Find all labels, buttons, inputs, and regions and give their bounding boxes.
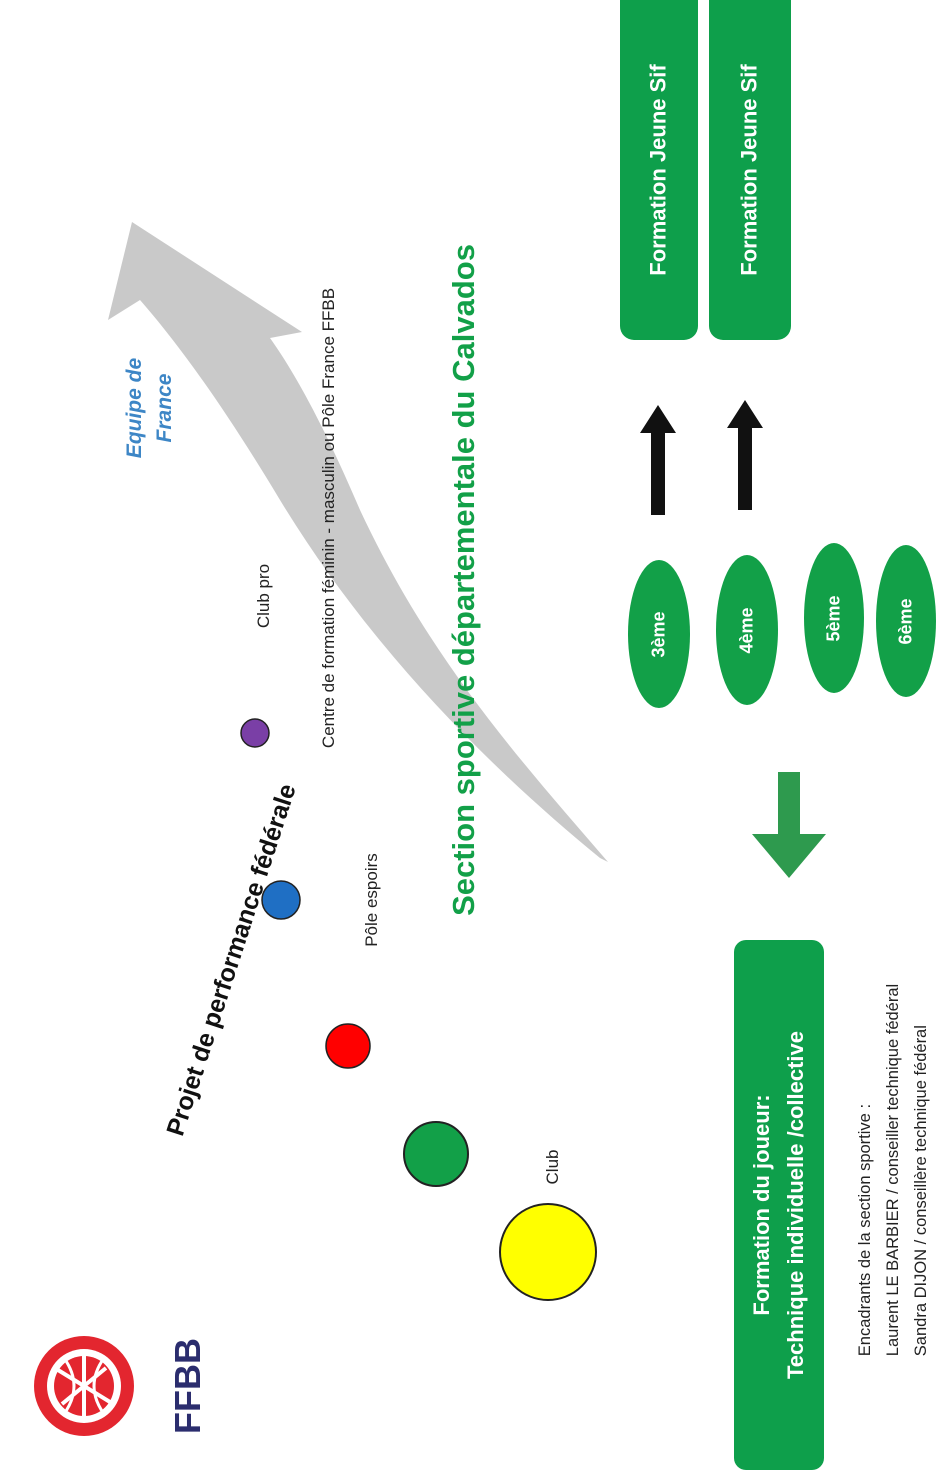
grade-4eme: 4ème [716, 555, 778, 705]
down-arrow-icon [752, 772, 826, 878]
up-arrow-icon [640, 405, 676, 515]
milestone-equipe-france [136, 559, 168, 591]
ffbb-logo: FFBB [34, 1336, 202, 1436]
milestone-club-pro [240, 718, 270, 748]
label-club-pro: Club pro [254, 563, 273, 629]
formation-joueur-box: Formation du joueur: Technique individue… [734, 940, 824, 1470]
performance-arrow-shape [108, 222, 608, 862]
staff-member: Laurent LE BARBIER / conseiller techniqu… [884, 983, 902, 1357]
grade-3eme: 3ème [628, 560, 690, 708]
milestone-club [499, 1203, 597, 1301]
section-title: Section sportive départementale du Calva… [446, 244, 481, 916]
formation-jeune-sifflet-2: Formation Jeune Sif [709, 0, 791, 340]
staff-block: Encadrants de la section sportive : Laur… [851, 984, 935, 1356]
grade-6eme: 6ème [876, 545, 936, 697]
formation-joueur-line2: Technique individuelle /collective [783, 1030, 809, 1380]
ffbb-logo-text: FFBB [167, 1338, 202, 1434]
formation-jeune-sifflet-1: Formation Jeune Sif [620, 0, 698, 340]
staff-member: Sandra DIJON / conseillère technique féd… [912, 1025, 930, 1357]
formation-joueur-line1: Formation du joueur: [749, 1094, 775, 1316]
equipe-de-france-label: Equipe de France [123, 357, 176, 459]
label-centre-formation: Centre de formation féminin - masculin o… [319, 287, 338, 749]
milestone-centre-formation [261, 880, 301, 920]
basketball-icon [34, 1336, 134, 1436]
grade-5eme: 5ème [804, 543, 864, 693]
up-arrow-icon [727, 400, 763, 510]
milestone-section-sportive [403, 1121, 469, 1187]
label-club: Club [543, 1149, 562, 1185]
label-pole-espoirs: Pôle espoirs [362, 853, 381, 947]
milestone-pole-espoirs [325, 1023, 371, 1069]
staff-heading: Encadrants de la section sportive : [856, 1103, 874, 1357]
